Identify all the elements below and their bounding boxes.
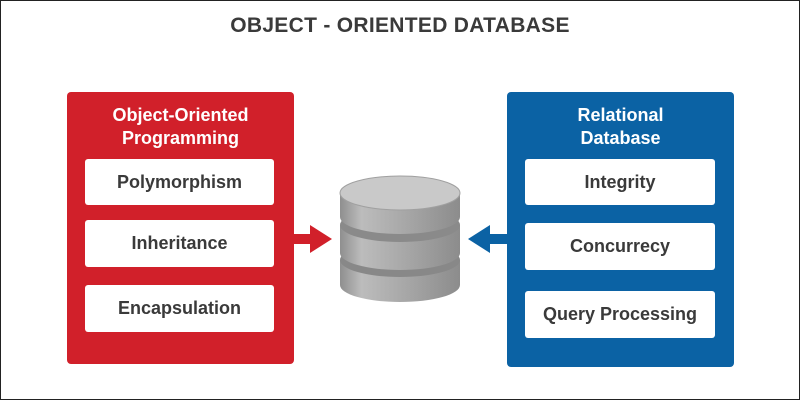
relational-item-integrity: Integrity (525, 159, 715, 205)
oop-title-line1: Object-Oriented (112, 105, 249, 125)
left-arrow-icon (468, 225, 508, 253)
oop-item-inheritance: Inheritance (85, 220, 274, 267)
relational-item-query-processing: Query Processing (525, 291, 715, 338)
oop-item-encapsulation: Encapsulation (85, 285, 274, 332)
right-arrow-icon (294, 225, 332, 253)
oop-title-line2: Programming (121, 128, 240, 148)
relational-panel-title: Relational Database (507, 104, 734, 150)
relational-title-line1: Relational (577, 105, 664, 125)
relational-title-line2: Database (580, 128, 661, 148)
diagram-title: OBJECT - ORIENTED DATABASE (230, 14, 570, 37)
oop-panel: Object-Oriented Programming Polymorphism… (67, 92, 294, 364)
database-icon (339, 175, 461, 302)
oop-item-polymorphism: Polymorphism (85, 159, 274, 205)
relational-panel: Relational Database Integrity Concurrecy… (507, 92, 734, 367)
relational-item-concurrecy: Concurrecy (525, 223, 715, 270)
oop-panel-title: Object-Oriented Programming (67, 104, 294, 150)
